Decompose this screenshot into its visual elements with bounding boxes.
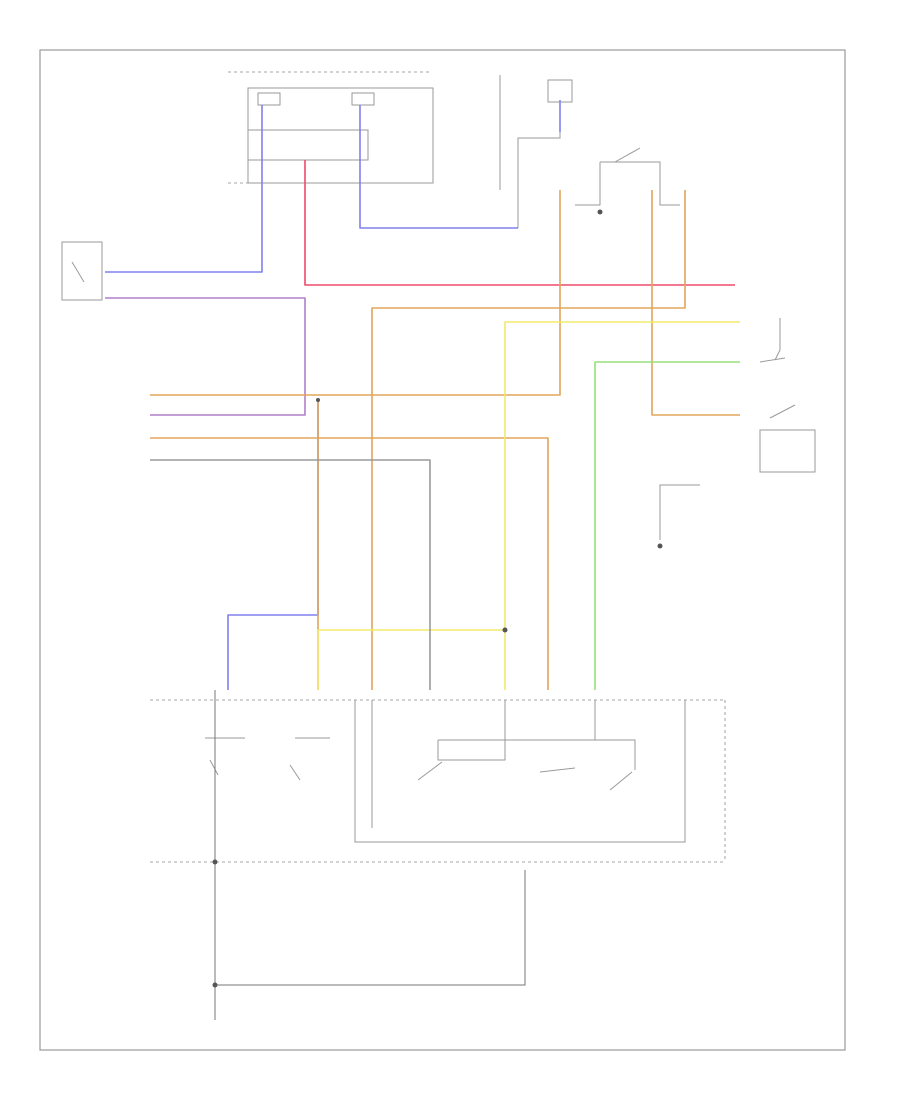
wire-blue-1 (105, 105, 263, 273)
diagram-border (39, 49, 846, 1051)
wire-orange-3 (371, 190, 686, 690)
relay-block (247, 129, 369, 161)
wire-orange-2 (150, 437, 549, 690)
left-connector (61, 241, 103, 301)
wire-blue-4 (227, 400, 319, 690)
control-module (150, 699, 726, 863)
junction-dots (316, 398, 508, 633)
right-switches (657, 318, 816, 549)
fuse-box (228, 71, 501, 190)
wire-yellow-1 (504, 321, 740, 690)
wire-blue-2 (359, 105, 518, 229)
light-switch-top (517, 79, 680, 228)
wires (105, 100, 740, 690)
ground-wires (212, 690, 526, 1020)
fuse-b (351, 92, 375, 106)
wire-gray (150, 459, 431, 690)
wire-green (594, 361, 740, 690)
wire-purple-1 (105, 297, 306, 416)
fuse-box-body (247, 87, 434, 184)
wire-red (304, 160, 735, 286)
wire-yellow-2 (317, 629, 505, 690)
wire-orange-1 (150, 190, 561, 396)
wire-orange-4 (651, 190, 740, 416)
fuse-a (257, 92, 281, 106)
